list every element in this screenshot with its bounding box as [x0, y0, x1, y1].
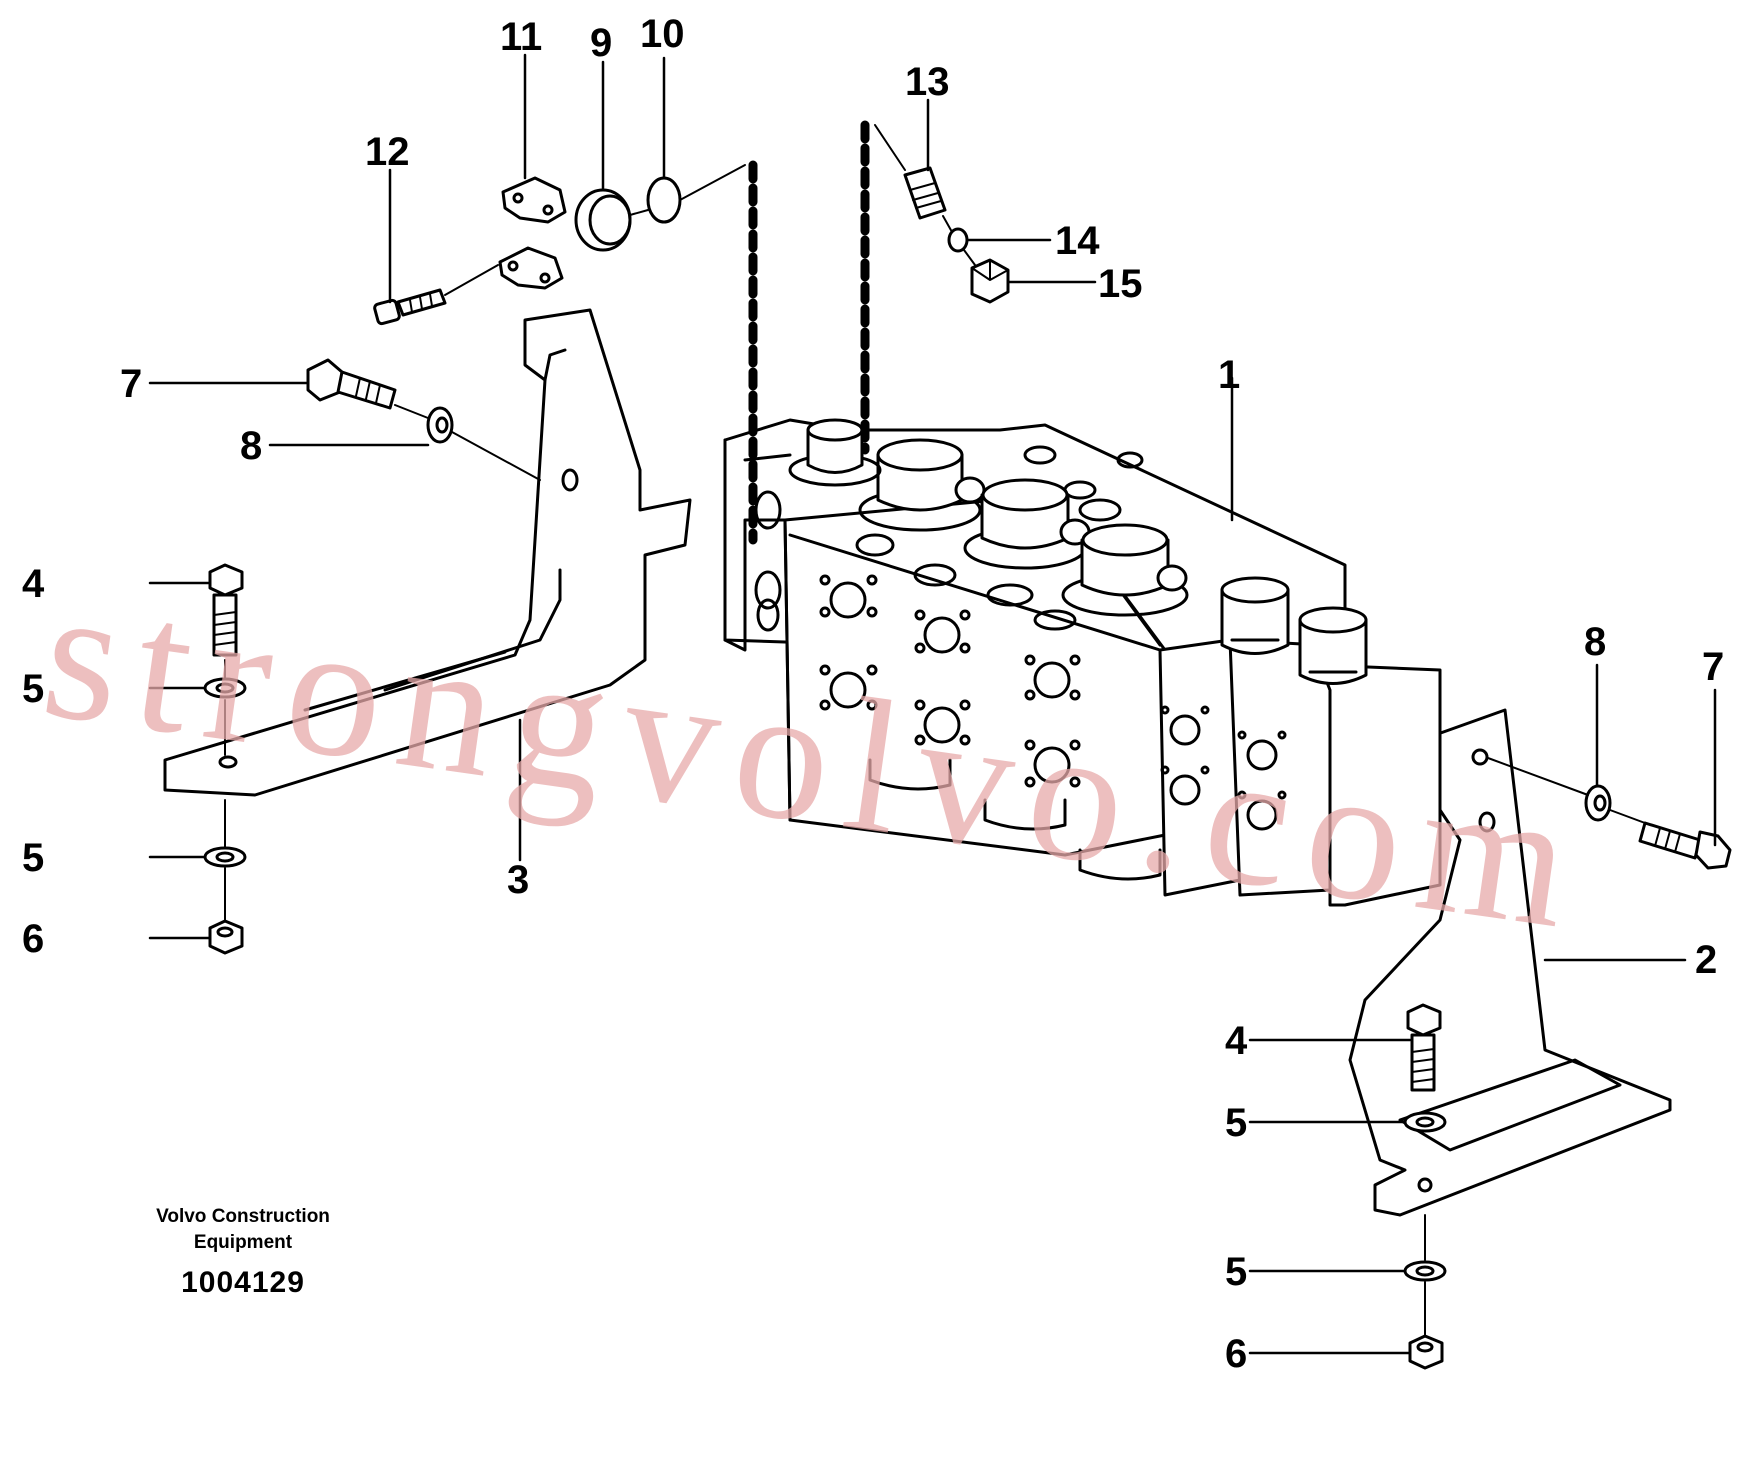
small-solenoid — [1220, 576, 1290, 655]
flange-bolt — [306, 358, 397, 410]
callout-12: 12 — [365, 130, 410, 174]
hex-nut — [208, 919, 244, 955]
flange-bolt — [1638, 821, 1732, 870]
small-solenoid — [1298, 606, 1368, 685]
callout-4-left: 4 — [22, 562, 45, 606]
washer — [203, 846, 247, 868]
caption-company-line1: Volvo Construction — [156, 1206, 330, 1227]
o-ring — [646, 176, 682, 224]
callout-9: 9 — [590, 21, 612, 65]
washer — [1403, 1111, 1447, 1133]
callout-2: 2 — [1695, 938, 1717, 982]
washer — [1403, 1260, 1447, 1282]
callout-5-right-upper: 5 — [1225, 1101, 1247, 1145]
left-mounting-bracket — [163, 308, 692, 797]
plug — [574, 188, 632, 252]
callout-5-left-upper: 5 — [22, 667, 44, 711]
solenoid-coil — [858, 438, 986, 532]
callout-5-left-lower: 5 — [22, 836, 44, 880]
callout-4-right: 4 — [1225, 1019, 1248, 1063]
callout-8-right: 8 — [1584, 620, 1606, 664]
hex-bolt — [208, 563, 244, 657]
control-valve-block — [723, 418, 1442, 907]
solenoid-coil — [963, 478, 1091, 570]
drawing-caption: Volvo Construction Equipment 1004129 — [118, 1204, 368, 1300]
callout-3: 3 — [507, 858, 529, 902]
cap-nut — [970, 258, 1010, 304]
hex-bolt — [1406, 1003, 1442, 1092]
washer — [426, 406, 454, 444]
flange-half — [501, 176, 567, 224]
hex-nut — [1408, 1334, 1444, 1370]
flange-half — [498, 246, 564, 290]
callout-1: 1 — [1218, 353, 1240, 397]
callout-14: 14 — [1055, 219, 1100, 263]
socket-head-screw — [373, 264, 499, 326]
leader-lines — [148, 53, 1717, 1355]
callout-10: 10 — [640, 12, 685, 56]
callout-6-right: 6 — [1225, 1332, 1247, 1376]
drawing-number: 1004129 — [181, 1266, 305, 1299]
callout-5-right-lower: 5 — [1225, 1250, 1247, 1294]
callout-15: 15 — [1098, 262, 1143, 306]
callout-labels: 1 2 3 4 4 5 5 5 5 6 6 7 7 8 8 9 10 11 12… — [22, 12, 1724, 1376]
washer — [1584, 784, 1612, 822]
callout-13: 13 — [905, 60, 950, 104]
caption-company-line2: Equipment — [193, 1232, 293, 1253]
callout-7-left: 7 — [120, 362, 142, 406]
solenoid-coil — [1061, 523, 1189, 617]
nipple-fitting — [903, 166, 947, 220]
callout-7-right: 7 — [1702, 645, 1724, 689]
callout-11: 11 — [500, 15, 542, 59]
callout-8-left: 8 — [240, 424, 262, 468]
callout-6-left: 6 — [22, 917, 44, 961]
